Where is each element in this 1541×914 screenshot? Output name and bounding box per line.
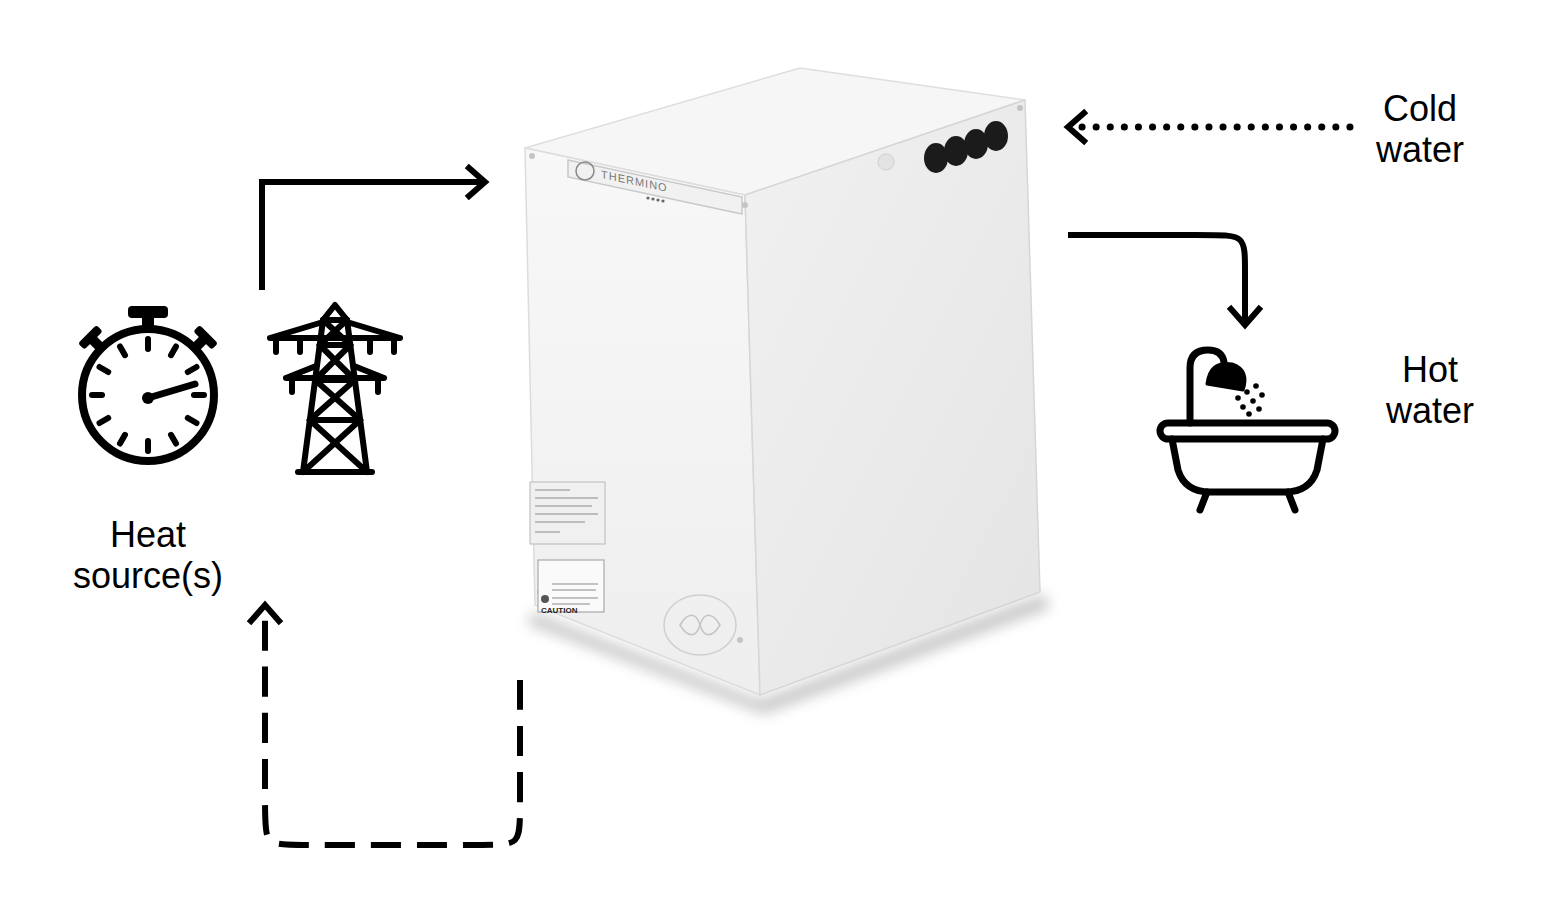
- connector-line: [265, 605, 520, 845]
- rating-plate: [530, 482, 605, 544]
- connector-line: [1068, 235, 1245, 325]
- arrow-head: [1068, 113, 1084, 141]
- cold-water-label: Cold water: [1350, 88, 1490, 188]
- appliance-box-text: THERMINO: [601, 168, 685, 198]
- port: [984, 121, 1008, 151]
- heat-source-group: Heat source(s): [58, 290, 418, 605]
- arrow-head: [1231, 309, 1259, 325]
- appliance-front: [525, 148, 760, 695]
- logo-dots: [656, 198, 659, 201]
- connector-line: [1068, 124, 1350, 131]
- pylon-icon: [270, 305, 400, 472]
- arrow-head: [251, 605, 279, 621]
- appliance-illustration: [525, 68, 1050, 714]
- connector-line: [262, 182, 485, 290]
- return-flow-arrow: [251, 605, 520, 845]
- hot-water-group-text: Hot water: [1365, 349, 1495, 432]
- caution-symbol: [541, 595, 549, 603]
- appliance-side: [745, 100, 1040, 695]
- appliance-box: THERMINO CAUTION: [485, 60, 1068, 680]
- screw: [529, 153, 535, 159]
- port-hole: [878, 154, 894, 170]
- logo-plate: [568, 160, 742, 214]
- screw: [737, 637, 743, 643]
- cold-water-arrow: [1068, 113, 1350, 141]
- caution-label-lines: [552, 584, 598, 604]
- rating-plate-lines: [535, 490, 598, 532]
- logo-dots: [646, 196, 649, 199]
- hot-water-arrow: [1068, 235, 1259, 325]
- logo-dots: [661, 199, 664, 202]
- hot-water-group: Hot water: [1150, 325, 1490, 525]
- infinity-symbol: [680, 615, 720, 635]
- cold-water-label-text: Cold water: [1350, 88, 1490, 171]
- logo-dots: [651, 197, 654, 200]
- heat-source-group-text: Heat source(s): [58, 514, 238, 597]
- heat-flow-arrow: [262, 168, 485, 290]
- screw: [1017, 105, 1023, 111]
- screw: [742, 202, 748, 208]
- stopwatch-icon: [78, 306, 218, 461]
- arrow-head: [469, 168, 485, 196]
- bath-icon: [1160, 350, 1335, 510]
- caution-label: [538, 560, 604, 612]
- appliance-box-text: CAUTION: [541, 606, 589, 615]
- logo-emblem: [576, 162, 594, 180]
- infinity-badge: [664, 595, 736, 655]
